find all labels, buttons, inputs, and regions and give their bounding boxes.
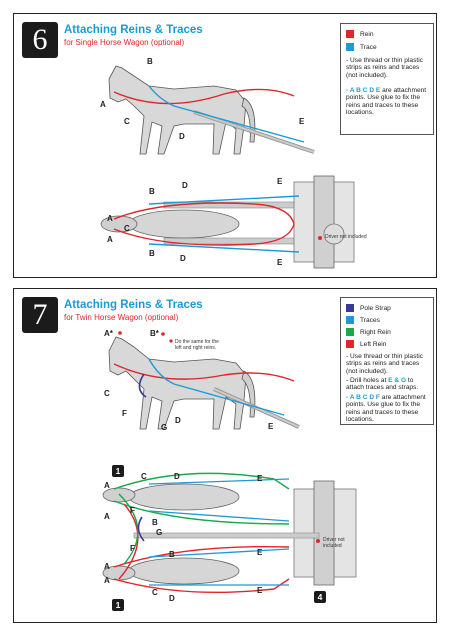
label-a-top-2: A (107, 235, 113, 244)
step-6-subtitle: for Single Horse Wagon (optional) (64, 38, 185, 47)
step-7-note-3: - A B C D F are attachment points. Use g… (346, 394, 426, 424)
label-c-side-7: C (104, 389, 110, 398)
traces-swatch (346, 316, 354, 324)
label-d-top-1: D (182, 181, 188, 190)
label-d-side-7: D (175, 416, 181, 425)
side-note-line1: Do the same for the (175, 339, 219, 345)
label-a-top7-4: A (104, 576, 110, 585)
label-c-side: C (124, 117, 130, 126)
label-a-side: A (100, 100, 106, 109)
legend-item-traces: Traces (346, 315, 380, 325)
rein-swatch (346, 30, 354, 38)
label-c-top7-2: C (152, 588, 158, 597)
label-b-star: B* (150, 329, 160, 338)
label-e-side: E (299, 117, 305, 126)
step-6-note-1: - Use thread or thin plastic strips as r… (346, 57, 423, 79)
label-e-side-7: E (268, 422, 274, 431)
label-e-top7-3: E (257, 586, 263, 595)
badge-4: 4 (314, 591, 326, 603)
step-7-subtitle: for Twin Horse Wagon (optional) (64, 313, 179, 322)
label-b-top-2: B (149, 249, 155, 258)
label-a-top7-3: A (104, 562, 110, 571)
label-g-side: G (161, 423, 167, 432)
step-6-panel: 6 Attaching Reins & Traces for Single Ho… (13, 13, 437, 278)
label-e-top7-2: E (257, 548, 263, 557)
label-e-top7-1: E (257, 474, 263, 483)
step-6-driver-note: Driver not included (325, 234, 367, 240)
label-d-top7-2: D (169, 594, 175, 603)
label-f-top7-2: F (130, 544, 135, 553)
label-e-top-2: E (277, 258, 283, 267)
legend-item-left-rein: Left Rein (346, 339, 386, 349)
step-7-number: 7 (22, 297, 58, 333)
label-a-top7-2: A (104, 512, 110, 521)
step-7-illustration: A* B* Do the same for the left and right… (102, 329, 357, 603)
legend-item-right-rein: Right Rein (346, 327, 391, 337)
trace-swatch (346, 43, 354, 51)
side-note-line2: left and right reins. (175, 345, 216, 351)
step-6-title: Attaching Reins & Traces (64, 24, 203, 36)
label-f-side: F (122, 409, 127, 418)
label-b-top-1: B (149, 187, 155, 196)
step-7-note-2: - Drill holes at E & G to attach traces … (346, 377, 419, 392)
step-7-title: Attaching Reins & Traces (64, 299, 203, 311)
pole-strap-swatch (346, 304, 354, 312)
step-7-driver-note-1: Driver not (323, 537, 345, 543)
step-7-note-1: - Use thread or thin plastic strips as r… (346, 353, 423, 375)
step-6-note-2: - A B C D E are attachment points. Use g… (346, 87, 427, 117)
label-g-top7: G (156, 528, 162, 537)
label-b-side: B (147, 57, 153, 66)
label-b-top7-2: B (169, 550, 175, 559)
legend-item-rein: Rein (346, 29, 374, 39)
label-d-top-2: D (180, 254, 186, 263)
left-rein-swatch (346, 340, 354, 348)
right-rein-swatch (346, 328, 354, 336)
legend-item-trace: Trace (346, 42, 377, 52)
label-a-star: A* (104, 329, 114, 338)
step-6-illustration: B A C D E Driver not included B D E A C … (100, 57, 367, 269)
step-7-top-view: Driver not included (102, 472, 357, 594)
step-7-panel: 7 Attaching Reins & Traces for Twin Hors… (13, 288, 437, 623)
label-a-top7-1: A (104, 481, 110, 490)
legend-item-pole-strap: Pole Strap (346, 303, 391, 313)
step-6-number: 6 (22, 22, 58, 58)
badge-1-bottom: 1 (112, 599, 124, 611)
label-d-top7-1: D (174, 472, 180, 481)
step-7-driver-note-2: included (323, 543, 342, 549)
label-c-top: C (124, 224, 130, 233)
label-a-top-1: A (107, 214, 113, 223)
step-6-legend: Rein Trace - Use thread or thin plastic … (340, 23, 434, 135)
label-e-top-1: E (277, 177, 283, 186)
badge-1-top: 1 (112, 465, 124, 477)
step-7-legend: Pole Strap Traces Right Rein Left Rein -… (340, 297, 434, 425)
label-d-side: D (179, 132, 185, 141)
label-b-top7-1: B (152, 518, 158, 527)
label-c-top7-1: C (141, 472, 147, 481)
label-f-top7-1: F (130, 506, 135, 515)
step-6-top-view: Driver not included (100, 175, 367, 269)
